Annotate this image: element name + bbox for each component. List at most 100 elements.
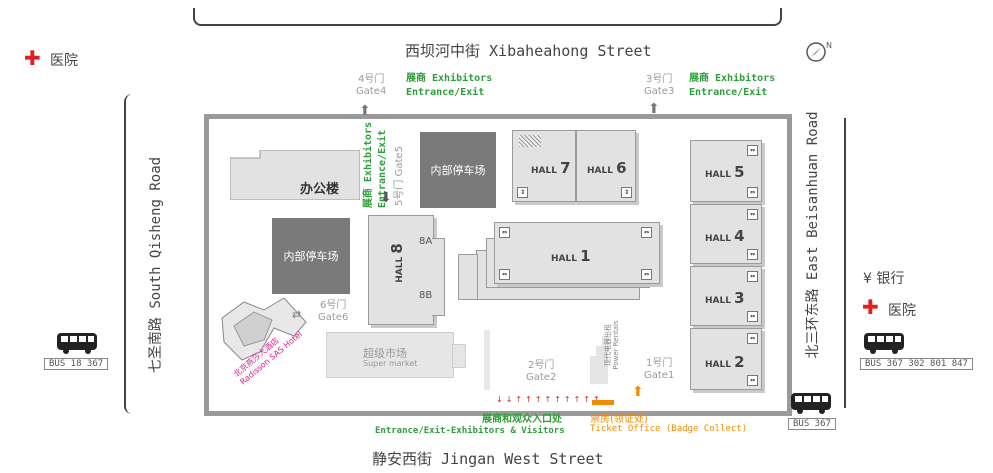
hospital-cross-icon: ✚: [24, 46, 41, 70]
hall1-door-icon-tl: ⇔: [499, 227, 510, 238]
bus-label-west: BUS 18 367: [44, 358, 109, 370]
hall-1[interactable]: HALL 1 ⇔ ⇔ ⇔ ⇔: [494, 222, 660, 284]
hall8-number: 8: [387, 243, 406, 254]
hall2-number: 2: [734, 353, 745, 371]
hospital-west-label: 医院: [50, 53, 78, 69]
hall1-prefix: HALL: [551, 254, 577, 264]
bus-icon-west: [56, 332, 98, 360]
south-street-label: 静安西街 Jingan West Street: [372, 450, 604, 468]
gate6-cn: 6号门: [319, 300, 347, 311]
gate5-en: Gate5: [394, 146, 405, 177]
hall-5[interactable]: HALL 5 ⇔ ⇔: [690, 140, 762, 202]
hall1-door-icon-bl: ⇔: [499, 269, 510, 280]
parking-west: 内部停车场: [272, 218, 350, 294]
hall6-prefix: HALL: [587, 166, 613, 176]
supermarket-en: Super market: [363, 359, 418, 368]
gate3-en: Gate3: [644, 86, 675, 97]
bus-label-south: BUS 367: [788, 418, 836, 430]
gate2-en: Gate2: [526, 372, 557, 383]
hatch-icon: [519, 135, 541, 147]
hall2-prefix: HALL: [705, 360, 731, 370]
hall7-number: 7: [560, 159, 571, 177]
west-street-label: 七圣南路 South Qisheng Road: [148, 156, 164, 374]
hall4-door-icon-t: ⇔: [747, 209, 758, 220]
hall3-prefix: HALL: [705, 296, 731, 306]
gate4-cn: 4号门: [357, 74, 385, 85]
hall-6[interactable]: HALL 6 ⇕: [576, 130, 636, 202]
hall2-door-icon-t: ⇔: [747, 333, 758, 344]
bus-icon-east: [863, 332, 905, 360]
hall-4[interactable]: HALL 4 ⇔ ⇔: [690, 204, 762, 264]
supermarket: 超级市场 Super market: [326, 332, 454, 378]
hall-7[interactable]: HALL 7 ⇕: [512, 130, 576, 202]
hall5-door-icon-t: ⇔: [747, 145, 758, 156]
gate5-cn: 5号门: [394, 179, 405, 206]
gate4-en: Gate4: [356, 86, 387, 97]
hall7-prefix: HALL: [531, 166, 557, 176]
gate5-label: 5号门 Gate5: [394, 146, 406, 206]
hall8-wing: [432, 238, 445, 316]
power-en: Power Rentals: [612, 320, 620, 370]
hall4-door-icon-b: ⇔: [747, 249, 758, 260]
hall8a-label: 8A: [419, 236, 433, 247]
main-entrance-arrows-icon: ↓↓↑↑↑↑↑↑↑↑↑: [496, 395, 603, 404]
hall-3[interactable]: HALL 3 ⇔ ⇔: [690, 266, 762, 326]
hall2-door-icon-b: ⇔: [747, 375, 758, 386]
hall6-name: HALL 6: [587, 159, 627, 177]
bus-label-east: BUS 367 302 801 847: [860, 358, 973, 370]
east-street-label: 北三环东路 East Beisanhuan Road: [805, 111, 821, 359]
hospital-cross-icon-east: ✚: [862, 295, 879, 319]
main-entrance-cn: 展商和观众入口处: [482, 414, 562, 425]
hall-2[interactable]: HALL 2 ⇔ ⇔: [690, 328, 762, 390]
hall3-name: HALL 3: [705, 289, 745, 307]
bus-icon-south: [790, 392, 832, 420]
hall-8[interactable]: HALL 8 8A 8B: [368, 215, 434, 325]
main-entrance-en: Entrance/Exit-Exhibitors & Visitors: [375, 426, 565, 436]
hotel-building: [214, 297, 314, 372]
hall7-name: HALL 7: [531, 159, 571, 177]
ticket-office-bar: [592, 400, 614, 405]
parking-north: 内部停车场: [420, 132, 496, 208]
hall1-number: 1: [580, 247, 591, 265]
hall4-prefix: HALL: [705, 234, 731, 244]
hall8-prefix: HALL: [394, 256, 405, 283]
hall2-name: HALL 2: [705, 353, 745, 371]
hall5-number: 5: [734, 163, 745, 181]
supermarket-cn: 超级市场: [363, 347, 407, 360]
ticket-office-cn: 票房(领证处): [590, 414, 648, 425]
west-road-line: [124, 94, 136, 414]
north-street-label: 西坝河中街 Xibaheahong Street: [405, 42, 652, 60]
gate3-arrow-icon: ⬆: [648, 101, 660, 117]
hall1-door-icon-tr: ⇔: [641, 227, 652, 238]
hall5-prefix: HALL: [705, 170, 731, 180]
ticket-office-en: Ticket Office (Badge Collect): [590, 424, 748, 434]
hospital-east-label: 医院: [888, 303, 916, 319]
office-building: [229, 149, 361, 201]
gate6-en: Gate6: [318, 312, 349, 323]
gate1-en: Gate1: [644, 370, 675, 381]
gate5-arrow-icon: ⬇: [380, 190, 392, 206]
bank-label: ¥ 银行: [863, 271, 905, 287]
gate2-cn: 2号门: [527, 360, 555, 371]
top-road-bracket: [193, 8, 782, 26]
hall8-name: HALL 8: [388, 243, 406, 283]
gate3-cn: 3号门: [645, 74, 673, 85]
hall7-door-icon: ⇕: [517, 187, 528, 198]
gate4-arrow-icon: ⬆: [359, 103, 371, 119]
hall1-left-block: [458, 254, 478, 300]
hall4-name: HALL 4: [705, 227, 745, 245]
ticket-office-arrow-icon: ⬆: [632, 384, 644, 400]
power-rentals-building: [590, 332, 614, 388]
hall3-door-icon-t: ⇔: [747, 271, 758, 282]
hall6-number: 6: [616, 159, 627, 177]
exhibitor-entrance-en-2: Entrance/Exit: [689, 87, 768, 98]
hall5-name: HALL 5: [705, 163, 745, 181]
